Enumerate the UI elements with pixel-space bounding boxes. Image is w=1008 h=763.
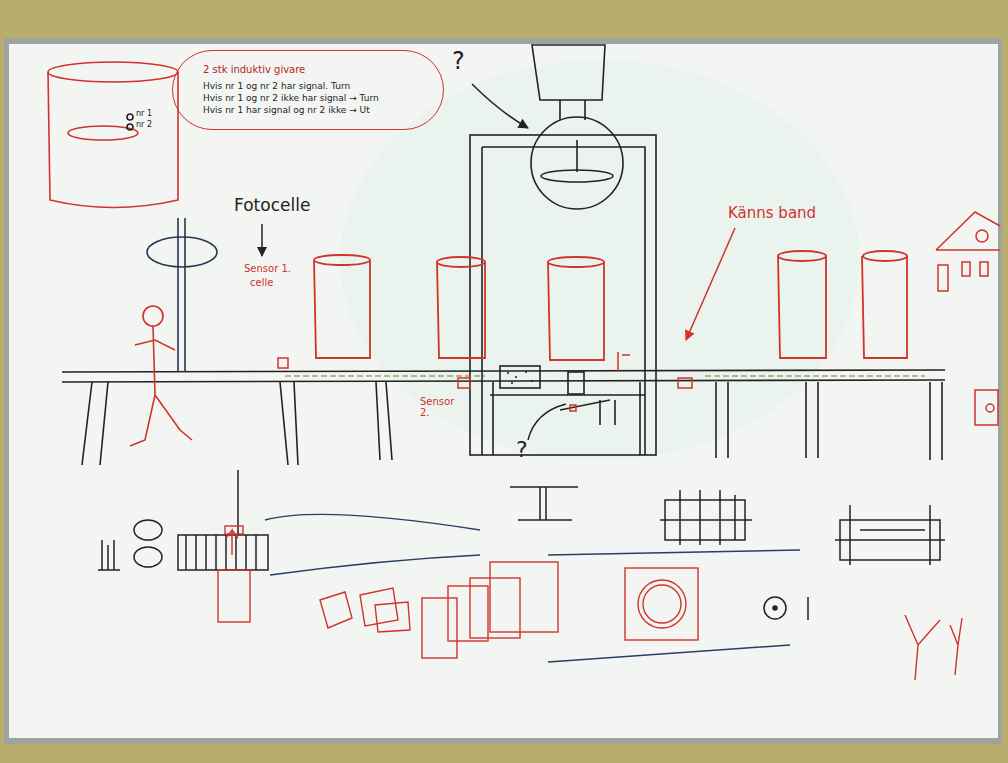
- rollers: [285, 376, 925, 377]
- sensor-symbol: [278, 352, 692, 411]
- board-surface: [9, 44, 998, 738]
- callout-label: Känns band: [728, 205, 816, 222]
- conveyor: [62, 370, 945, 465]
- question-mark: ?: [452, 48, 465, 74]
- sensor-name: nr 2: [136, 121, 152, 130]
- note-bubble: 2 stk induktiv givareHvis nr 1 og nr 2 h…: [172, 50, 444, 130]
- side-sketch: [936, 212, 1000, 425]
- note-line: Hvis nr 1 har signal og nr 2 ikke → Ut: [203, 104, 413, 116]
- callout-label: Fotocelle: [234, 196, 310, 215]
- board-frame: [4, 38, 1002, 744]
- stick-figure: [130, 306, 192, 446]
- can-sketch: [48, 62, 178, 208]
- sensor-label: celle: [250, 277, 273, 288]
- panel-dots: [507, 371, 533, 384]
- leader-line: [261, 224, 263, 256]
- machine: [470, 45, 656, 455]
- sensor-name: nr 1: [136, 110, 152, 119]
- leader-line: [472, 84, 528, 128]
- note-line: Hvis nr 1 og nr 2 har signal. Turn: [203, 80, 413, 92]
- pole: [147, 218, 217, 372]
- sensor-label: Sensor 2.: [420, 396, 464, 418]
- sensor-label: Sensor 1.: [244, 263, 291, 274]
- detail-sketch: [98, 470, 945, 620]
- note-heading: 2 stk induktiv givare: [203, 63, 413, 77]
- leader-line: [686, 228, 735, 340]
- detail-sketch-red: [218, 526, 962, 680]
- question-mark: ?: [516, 438, 528, 462]
- note-line: Hvis nr 1 og nr 2 ikke har signal → Turn: [203, 92, 413, 104]
- can: [314, 251, 907, 360]
- glare: [340, 60, 860, 460]
- guide-line: [265, 514, 800, 662]
